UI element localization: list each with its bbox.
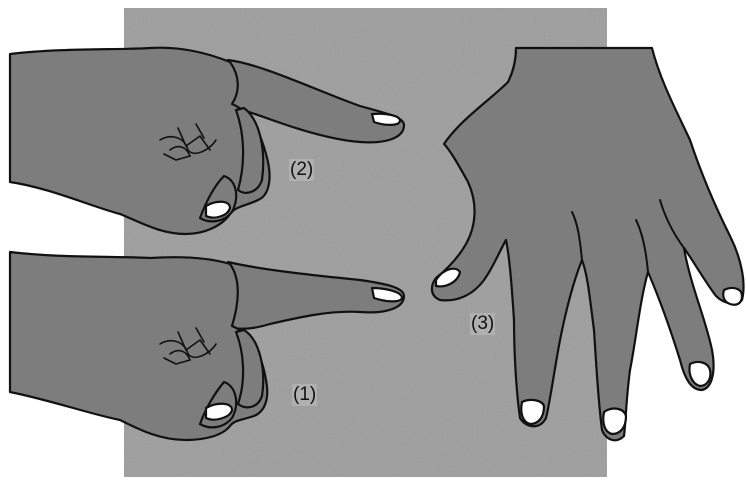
hand-3-little-nail (723, 288, 742, 305)
hand-3-index-nail (521, 400, 544, 424)
hand-3-ring-nail (689, 362, 710, 386)
hand-2-index-nail (372, 114, 400, 125)
hand-1-label: (1) (292, 384, 317, 406)
hand-2-label: (2) (289, 159, 314, 181)
hand-3-middle-nail (603, 409, 626, 434)
hand-3-label: (3) (470, 313, 495, 335)
